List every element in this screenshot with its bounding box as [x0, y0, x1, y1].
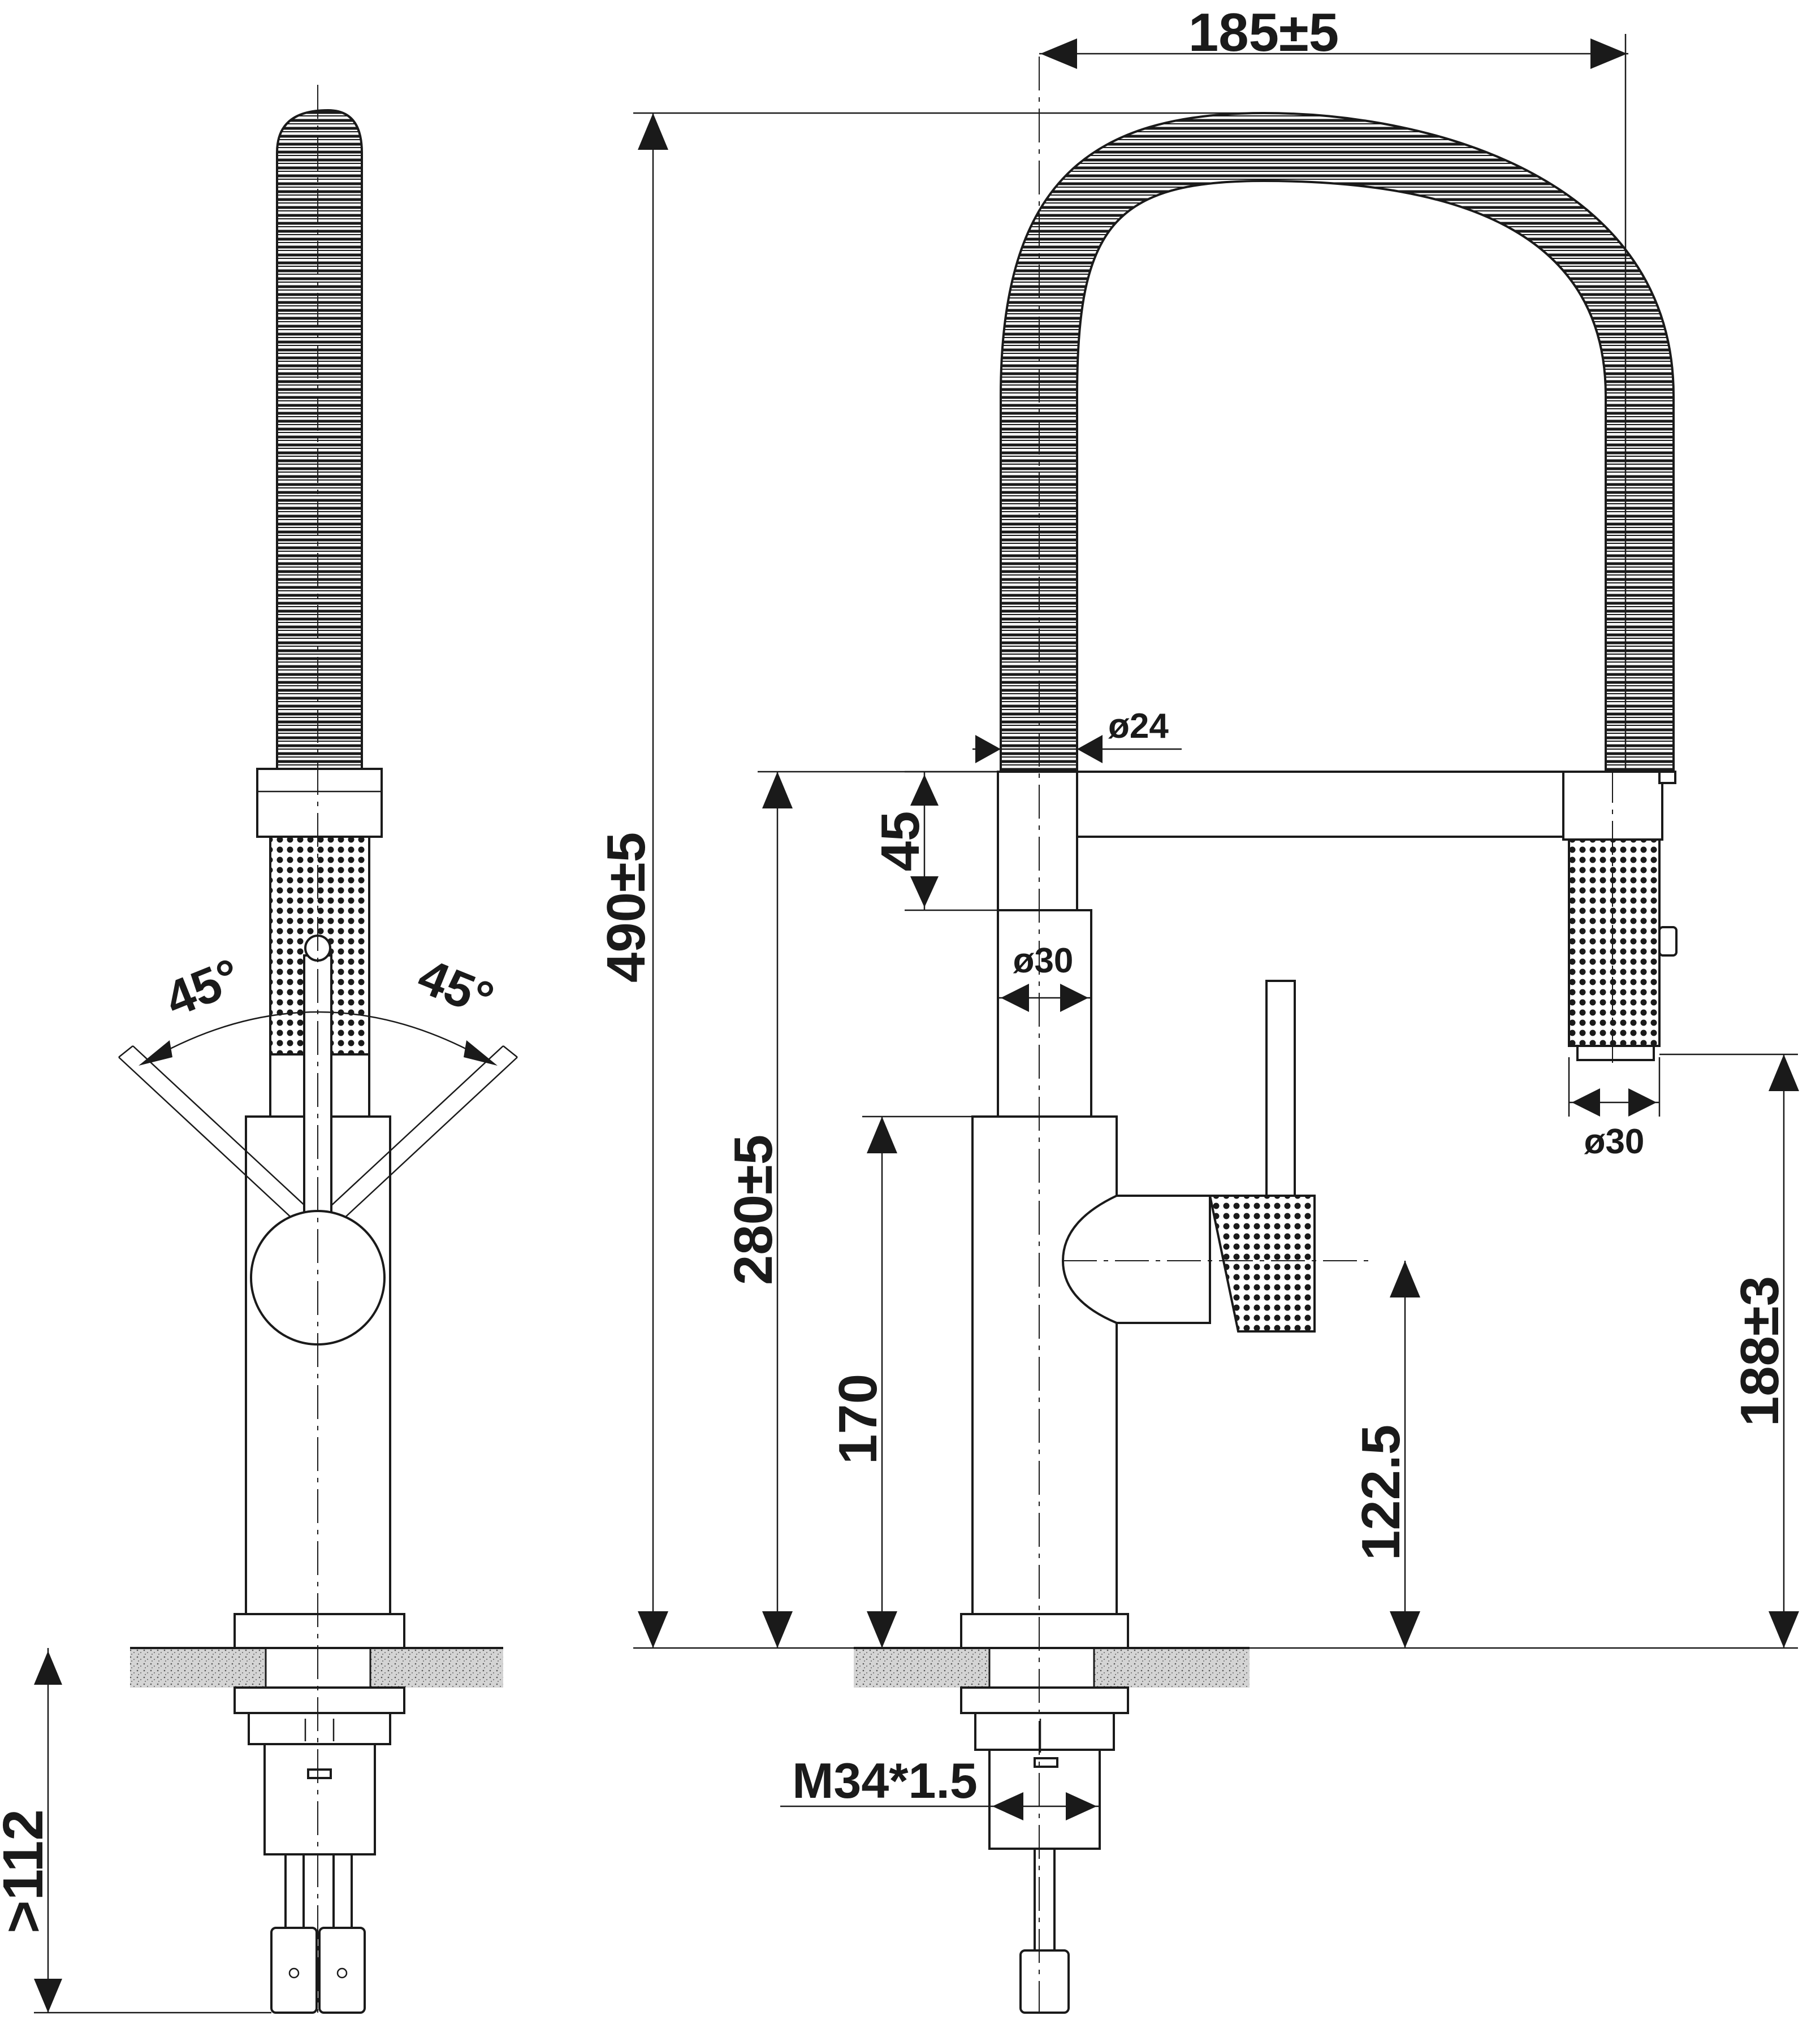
dim-spray-diameter: ø30	[1568, 1057, 1661, 1161]
side-spout-arm	[1076, 771, 1564, 838]
front-hose	[276, 109, 363, 770]
label-connector-height: 45	[870, 811, 931, 872]
side-lever-block	[1061, 1195, 1211, 1324]
side-base-flange	[960, 1613, 1129, 1649]
dim-total-height: 490±5	[596, 112, 1798, 1649]
front-lever-left	[118, 1045, 331, 1244]
dim-shank-length: >112	[0, 1648, 271, 2014]
label-body-height: 280±5	[723, 1135, 784, 1285]
dim-body-diameter: ø30	[998, 941, 1091, 1012]
dim-body-height: 280±5	[723, 771, 998, 1648]
label-body-diameter: ø30	[1013, 941, 1074, 980]
dim-hose-diameter: ø24	[972, 707, 1182, 763]
label-total-height: 490±5	[596, 832, 656, 983]
front-lever-right	[305, 1045, 518, 1244]
label-hose-diameter: ø24	[1108, 707, 1169, 746]
side-upper-column	[997, 771, 1078, 911]
label-spout-reach: 185±5	[1188, 2, 1339, 63]
side-nut	[960, 1686, 1129, 1714]
dim-spray-height: 188±3	[1659, 1053, 1799, 1648]
front-view	[118, 85, 518, 2014]
label-thread: M34*1.5	[792, 1753, 978, 1809]
side-hose	[1000, 111, 1675, 773]
label-shank-length: >112	[0, 1809, 55, 1934]
side-body	[971, 1115, 1118, 1615]
side-lever-handle	[1265, 980, 1296, 1197]
label-lever-height: 122.5	[1351, 1425, 1411, 1560]
dim-spout-reach: 185±5	[1039, 2, 1628, 772]
front-shank	[263, 1743, 376, 1855]
label-angle-right: 45°	[410, 948, 501, 1028]
front-nut	[234, 1686, 405, 1714]
dim-thread: M34*1.5	[780, 1753, 1100, 1820]
label-angle-left: 45°	[157, 948, 248, 1028]
side-spray-knurl	[1568, 838, 1661, 1047]
label-spray-height: 188±3	[1730, 1276, 1790, 1426]
label-spray-diameter: ø30	[1584, 1122, 1645, 1161]
front-base-flange	[234, 1613, 405, 1649]
side-spray-button	[1658, 926, 1678, 957]
dim-lever-height: 122.5	[1351, 1261, 1420, 1648]
side-view	[854, 57, 1678, 2014]
side-column-neck	[997, 909, 1092, 1118]
front-hose-collar	[256, 768, 383, 838]
dim-lower-body-height: 170	[828, 1115, 972, 1648]
dim-connector-height: 45	[870, 771, 998, 911]
label-lower-body-height: 170	[828, 1374, 888, 1464]
